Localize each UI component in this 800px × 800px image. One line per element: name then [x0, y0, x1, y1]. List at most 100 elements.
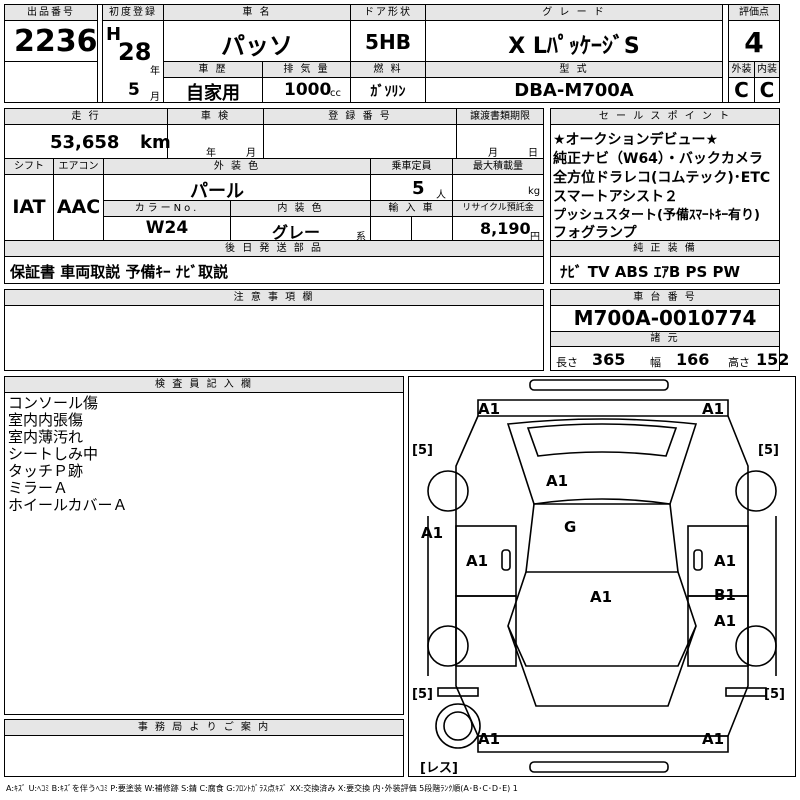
notes-box: [4, 305, 544, 371]
color-no-label: カラーNo.: [103, 200, 231, 217]
windshield-outline: [526, 423, 678, 457]
mark-hood: A1: [546, 472, 568, 490]
left-rear-door-outline: [455, 595, 517, 667]
length-label: 長さ: [556, 356, 578, 369]
sales-point-line: ★オークションデビュー★: [553, 132, 719, 148]
transfer-month-unit: 月: [488, 148, 498, 159]
inspector-line: タッチＰ跡: [8, 462, 84, 480]
sales-point-line: フォグランプ: [553, 225, 637, 241]
chassis-value: M700A-0010774: [573, 306, 757, 330]
ac-value: AAC: [56, 196, 101, 218]
load-label: 最大積載量: [452, 158, 544, 175]
genuine-equipment-value: ﾅﾋﾞ TV ABS ｴｱB PS PW: [560, 263, 741, 281]
inspector-line: 室内薄汚れ: [8, 428, 84, 446]
recycle-label: リサイクル預託金: [452, 200, 544, 217]
score-label: 評価点: [728, 4, 780, 21]
displacement-value: 1000: [284, 80, 332, 100]
rear-outline: [507, 625, 697, 707]
body-outline: [455, 415, 749, 737]
mark-center: A1: [590, 588, 612, 606]
ext-color-value: パール: [190, 181, 244, 202]
after-parts-label: 後 日 発 送 部 品: [4, 240, 544, 257]
sales-points-label: セ ー ル ス ポ イ ン ト: [550, 108, 780, 125]
genuine-equipment-cell: [550, 256, 780, 284]
inspection-label: 車 検: [167, 108, 264, 125]
transfer-day-unit: 日: [528, 148, 538, 159]
insp-month-unit: 月: [246, 148, 256, 159]
inspector-line: シートしみ中: [8, 445, 99, 463]
door-value: 5HB: [365, 30, 411, 54]
spare-tire-inner-icon: [443, 711, 473, 741]
inspector-box: [4, 392, 404, 715]
front-outline: [477, 399, 729, 417]
capacity-label: 乗車定員: [370, 158, 453, 175]
model-cell: [425, 77, 723, 103]
fuel-value: ｶﾞｿﾘﾝ: [370, 84, 406, 100]
era-value: H: [106, 24, 122, 45]
import-label: 輸 入 車: [370, 200, 453, 217]
mark-rear-left: A1: [478, 730, 500, 748]
mileage-unit: km: [140, 132, 171, 153]
ext-label: 外装: [728, 61, 755, 78]
mark-right-front-door: A1: [714, 552, 736, 570]
sales-point-line: 全方位ドラレコ(コムテック)･ETC: [553, 170, 771, 186]
mark-left-front-door: A1: [466, 552, 488, 570]
import-divider: [411, 216, 412, 241]
int-color-unit: 系: [356, 232, 366, 243]
history-label: 車 歴: [163, 61, 263, 78]
ac-label: エアコン: [53, 158, 104, 175]
sales-point-line: プッシュスタート(予備ｽﾏｰﾄｷｰ有り): [553, 208, 760, 223]
mark-left-side: A1: [421, 524, 443, 542]
tire-fr-mark: [5]: [758, 443, 779, 458]
reg-cell: [263, 124, 457, 159]
after-parts-value: 保証書 車両取説 予備ｷｰ ﾅﾋﾞ取説: [10, 263, 229, 281]
roof-outline: [525, 503, 679, 573]
recycle-unit: 円: [530, 232, 540, 243]
fuel-label: 燃 料: [350, 61, 426, 78]
name-label: 車 名: [163, 4, 351, 21]
ext-value: C: [734, 78, 749, 102]
month-unit: 月: [150, 92, 160, 103]
tire-rl-icon: [427, 625, 469, 667]
notes-label: 注 意 事 項 欄: [4, 289, 544, 306]
tire-fr-icon: [735, 470, 777, 512]
mileage-value: 53,658: [50, 132, 120, 153]
insp-year-unit: 年: [206, 148, 216, 159]
inspector-line: コンソール傷: [8, 394, 99, 412]
month-value: 5: [128, 80, 140, 100]
specs-cell: [550, 346, 780, 371]
shift-label: シフト: [4, 158, 54, 175]
right-mirror-icon: [693, 549, 703, 571]
model-value: DBA-M700A: [514, 80, 634, 101]
car-diagram-frame: [408, 376, 796, 777]
int-color-label: 内 装 色: [230, 200, 371, 217]
car-diagram: A1 A1 A1 G A1 A1 A1 A1 B1 A1 A1 A1 [5] […: [412, 379, 785, 776]
int-color-value: グレー: [272, 223, 321, 242]
tire-rr-mark: [5]: [764, 687, 785, 702]
reg-label: 登 録 番 号: [263, 108, 457, 125]
inspector-label: 検 査 員 記 入 欄: [4, 376, 404, 393]
rear-panel-outline: [477, 735, 729, 753]
mark-right-rear: B1: [714, 586, 736, 604]
tire-fl-icon: [427, 470, 469, 512]
model-label: 型 式: [425, 61, 723, 78]
office-label: 事 務 局 よ り ご 案 内: [4, 719, 404, 736]
office-box: [4, 735, 404, 777]
capacity-unit: 人: [436, 190, 446, 201]
displacement-unit: cc: [330, 88, 341, 99]
shift-value: IAT: [12, 196, 46, 218]
rear-left-light-icon: [437, 687, 479, 697]
transfer-label: 譲渡書類期限: [456, 108, 544, 125]
mark-right-rear-door: A1: [714, 612, 736, 630]
rear-right-light-icon: [725, 687, 767, 697]
length-value: 365: [592, 350, 626, 369]
rear-bumper-outline: [529, 761, 669, 773]
tire-rl-mark: [5]: [412, 687, 433, 702]
after-parts-cell: [4, 256, 544, 284]
year-value: 28: [118, 38, 152, 66]
left-mirror-icon: [501, 549, 511, 571]
spare-tire-icon: [435, 703, 481, 749]
history-value: 自家用: [186, 83, 240, 104]
int-label: 内装: [754, 61, 780, 78]
name-value: パッソ: [221, 32, 293, 60]
